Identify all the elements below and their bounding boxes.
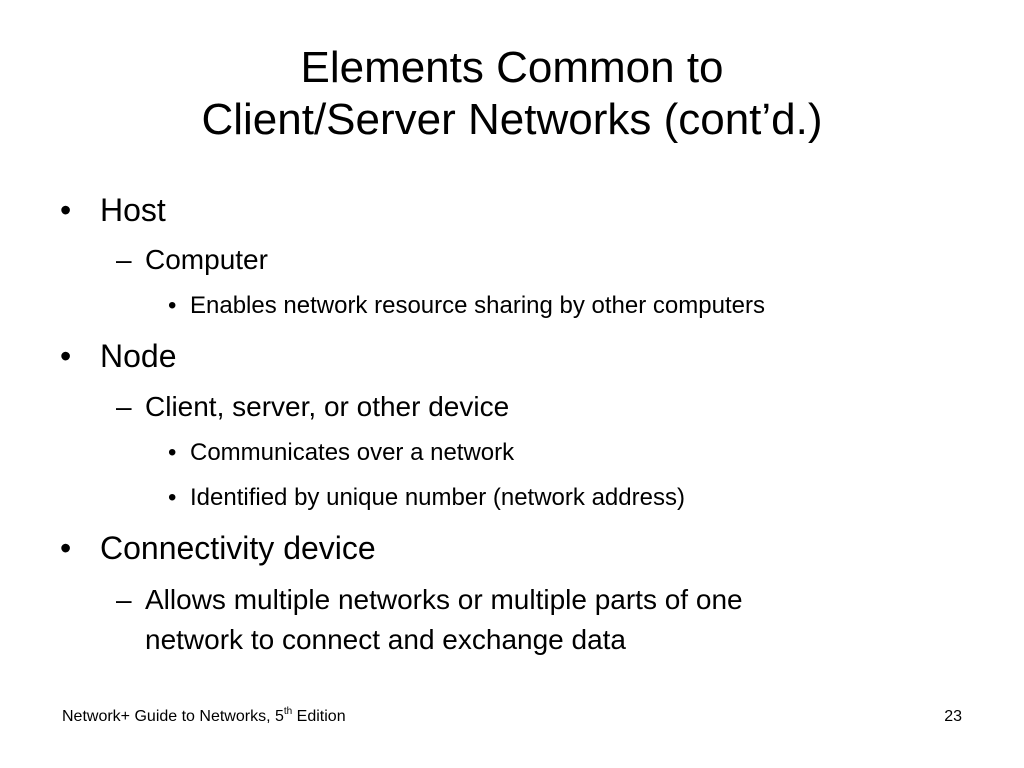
sub-sub-bullet-text: Identified by unique number (network add… (190, 484, 685, 511)
sub-bullet-marker: – (116, 244, 132, 275)
footer-text-main: Network+ Guide to Networks, 5 (62, 708, 284, 725)
slide-title-line-2: Client/Server Networks (cont’d.) (201, 95, 823, 144)
sub-bullet-text: Allows multiple networks or multiple par… (145, 584, 743, 615)
bullet-marker: • (60, 192, 72, 228)
slide-title-line-1: Elements Common to (300, 43, 724, 92)
bullet-text: Node (100, 338, 177, 374)
sub-bullet-text: network to connect and exchange data (145, 624, 627, 655)
sub-bullet-text: Computer (145, 244, 268, 275)
footer-text-edition: Edition (292, 708, 346, 725)
sub-sub-bullet-text: Communicates over a network (190, 439, 515, 466)
sub-bullet-marker: – (116, 391, 132, 422)
slide-title: Elements Common to Client/Server Network… (0, 42, 1024, 146)
sub-sub-bullet-marker: • (168, 484, 177, 511)
footer-book-title: Network+ Guide to Networks, 5th Edition (62, 705, 346, 727)
sub-sub-bullet-text: Enables network resource sharing by othe… (190, 292, 765, 319)
sub-bullet-text: Client, server, or other device (145, 391, 510, 422)
sub-sub-bullet-marker: • (168, 439, 177, 466)
footer-superscript: th (283, 705, 293, 717)
bullet-marker: • (60, 338, 72, 374)
bullet-marker: • (60, 530, 72, 566)
sub-bullet-marker: – (116, 584, 132, 615)
bullet-text: Connectivity device (100, 530, 376, 566)
page-number: 23 (944, 708, 962, 725)
sub-sub-bullet-marker: • (168, 292, 177, 319)
bullet-text: Host (100, 192, 166, 228)
